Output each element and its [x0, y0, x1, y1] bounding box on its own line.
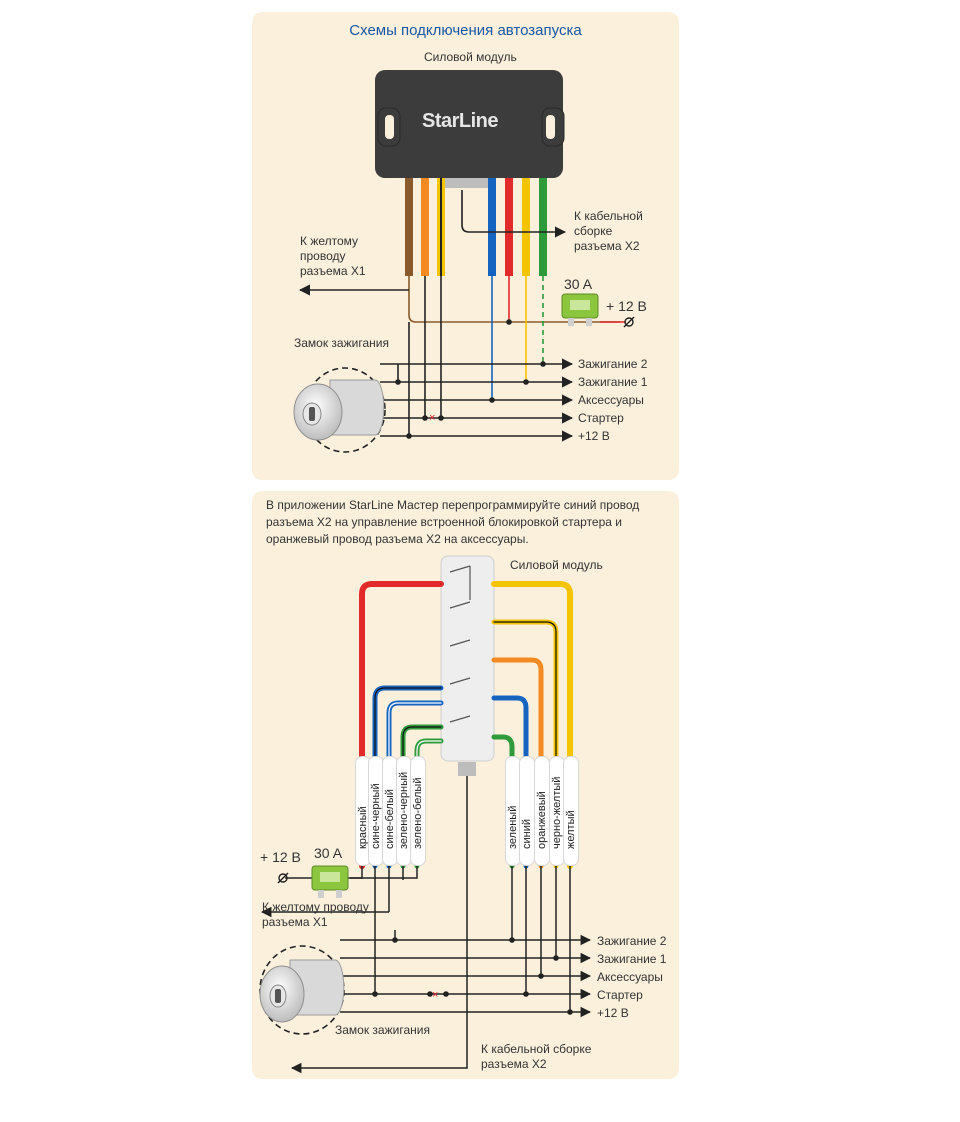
bottom-output-starter: Стартер	[597, 988, 643, 1002]
top-label-harness-x2: К кабельной сборке разъема X2	[574, 209, 643, 253]
bottom-label-yellow-x1: К желтому проводу разъема X1	[262, 900, 369, 929]
wire-label-yellow: желтый	[563, 756, 579, 866]
bottom-cut-mark: ×	[432, 989, 438, 1001]
bottom-module	[440, 555, 495, 776]
top-output-ignition1: Зажигание 1	[578, 375, 648, 389]
diagram-title: Схемы подключения автозапуска	[349, 22, 582, 39]
top-fuse	[561, 293, 599, 326]
bottom-ignition-lock-icon	[259, 945, 345, 1035]
wire-label-green-white: зелено-белый	[410, 756, 426, 866]
top-ignition-lock-icon	[293, 367, 386, 453]
wire-label-blue: синий	[519, 756, 535, 866]
bottom-fuse	[311, 865, 349, 898]
top-output-accessories: Аксессуары	[578, 393, 644, 407]
top-label-yellow-x1: К желтому проводу разъема X1	[300, 234, 366, 278]
top-wire-stubs	[405, 178, 547, 276]
top-terminal-icon	[623, 316, 635, 328]
top-ignition-lock-label: Замок зажигания	[294, 336, 389, 350]
bottom-thin-wires	[260, 776, 592, 1074]
bottom-output-accessories: Аксессуары	[597, 970, 663, 984]
bottom-output-plus12: +12 В	[597, 1006, 629, 1020]
top-cut-mark: ×	[429, 412, 435, 424]
top-junctions	[395, 319, 546, 439]
top-output-starter: Стартер	[578, 411, 624, 425]
bottom-fuse-label: 30 A	[314, 845, 343, 861]
wire-label-orange: оранжевый	[534, 756, 550, 866]
bottom-output-ignition1: Зажигание 1	[597, 952, 667, 966]
top-module-label: Силовой модуль	[424, 50, 517, 64]
top-output-ignition2: Зажигание 2	[578, 357, 648, 371]
top-plus12-label: + 12 В	[606, 298, 647, 314]
bottom-module-label: Силовой модуль	[510, 558, 603, 572]
top-output-plus12: +12 В	[578, 429, 610, 443]
top-module	[375, 70, 565, 188]
bottom-junctions	[372, 937, 573, 1015]
bottom-intro-text: В приложении StarLine Мастер перепрограм…	[266, 498, 640, 546]
bottom-ignition-lock-label: Замок зажигания	[335, 1023, 430, 1037]
bottom-label-harness-x2: К кабельной сборке разъема X2	[481, 1042, 592, 1071]
bottom-output-ignition2: Зажигание 2	[597, 934, 667, 948]
bottom-terminal-icon	[277, 872, 289, 884]
bottom-plus12-label: + 12 В	[260, 849, 301, 865]
top-wires	[298, 190, 626, 442]
starline-logo: StarLine	[422, 110, 499, 132]
top-fuse-label: 30 A	[564, 276, 593, 292]
